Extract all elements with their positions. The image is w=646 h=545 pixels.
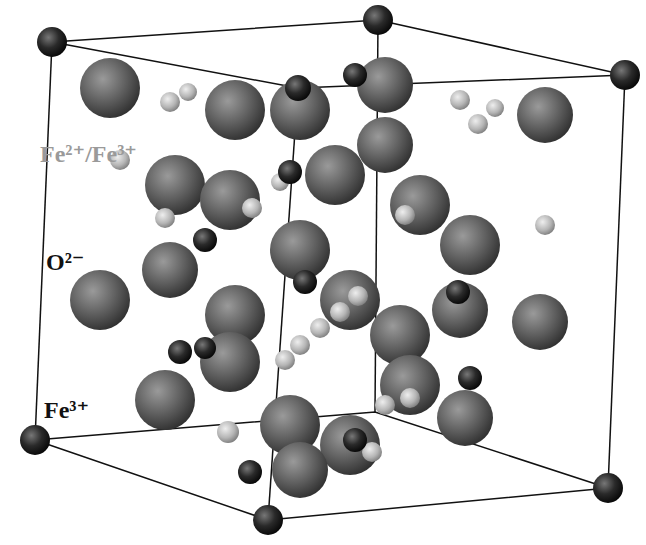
cell-edges <box>35 20 625 520</box>
oxygen-ions <box>70 57 573 498</box>
octahedral-iron <box>110 83 555 462</box>
ion-label: Fe³⁺ <box>44 398 89 422</box>
ion-label: O²⁻ <box>46 250 85 274</box>
ion-label: Fe²⁺/Fe³⁺ <box>40 142 137 166</box>
tetrahedral-iron <box>168 63 482 484</box>
corner-iron <box>20 5 640 535</box>
